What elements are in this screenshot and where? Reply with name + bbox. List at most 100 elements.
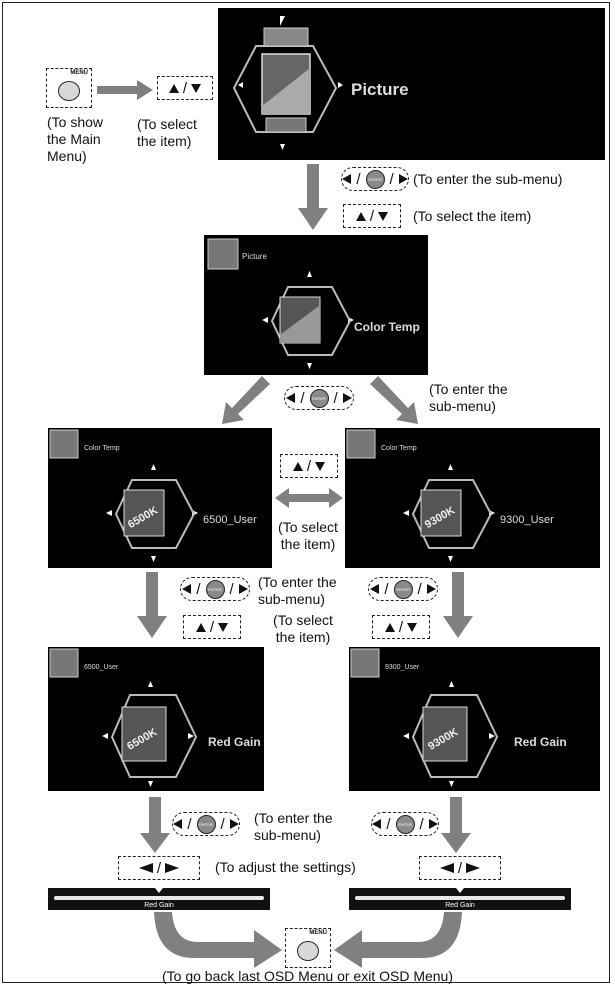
left-enter-right-buttons-2[interactable]: / ENTER /: [284, 386, 354, 410]
caption-adjust: (To adjust the settings): [215, 859, 356, 875]
left-arrow-icon: [342, 174, 352, 184]
up-arrow-icon: [168, 83, 179, 93]
up-arrow-icon: [292, 461, 303, 471]
up-arrow-icon: [384, 622, 395, 632]
osd-picture-submenu-screen: Picture Color Temp: [204, 235, 428, 375]
left-arrow-icon: [439, 863, 454, 873]
enter-button-icon: ENTER: [395, 814, 415, 834]
red-gain-bar-left: Red Gain: [48, 888, 270, 910]
bar-label-left: Red Gain: [144, 902, 174, 909]
colortemp-9300-label: 9300_User: [500, 514, 554, 526]
bar-track: [355, 896, 565, 900]
red-gain-bar-right: Red Gain: [349, 888, 571, 910]
right-arrow-icon: [229, 819, 239, 829]
menu-label: MENU: [70, 70, 88, 76]
right-arrow-icon: [238, 584, 248, 594]
menu-knob-icon: [58, 81, 80, 101]
caption-select-item-3: (To select the item): [273, 612, 333, 645]
down-arrow-icon: [315, 461, 326, 471]
flow-arrow-down-left-3: [140, 797, 170, 853]
up-arrow-icon: [355, 211, 366, 221]
down-arrow-icon: [191, 83, 202, 93]
user6500-header: 6500_User: [84, 664, 119, 671]
flow-arrow-curve-left: [154, 912, 282, 968]
enter-button-icon: ENTER: [205, 579, 225, 599]
bar-label-right: Red Gain: [445, 902, 475, 909]
red-gain-label-left: Red Gain: [208, 735, 261, 749]
user9300-header: 9300_User: [385, 664, 420, 671]
left-enter-right-buttons-4r[interactable]: / ENTER /: [371, 812, 439, 836]
caption-enter-sub-1: (To enter the sub-menu): [413, 171, 563, 187]
main-menu-cube: [232, 16, 343, 150]
flow-arrow-down-right-3: [441, 797, 471, 853]
picture-submenu-label: Color Temp: [354, 320, 420, 334]
flow-arrow-down-right: [370, 376, 418, 424]
user-6500-cube: 6500K: [49, 648, 198, 787]
up-down-buttons-3l[interactable]: /: [183, 615, 241, 639]
left-arrow-icon: [138, 863, 153, 873]
caption-enter-sub-3: (To enter the sub-menu): [258, 574, 337, 607]
colortemp-6500-label: 6500_User: [203, 514, 257, 526]
flow-arrow-down-1: [298, 164, 328, 230]
enter-button-icon: ENTER: [196, 814, 216, 834]
right-arrow-icon: [428, 819, 438, 829]
enter-button-icon: ENTER: [309, 388, 329, 408]
menu-knob-icon: [297, 941, 319, 961]
down-arrow-icon: [218, 622, 229, 632]
left-enter-right-buttons-1[interactable]: / ENTER /: [341, 167, 409, 191]
left-arrow-icon: [370, 584, 380, 594]
picture-submenu-cube: [207, 238, 354, 369]
caption-select-item-top: (To select the item): [137, 116, 197, 149]
caption-bottom: (To go back last OSD Menu or exit OSD Me…: [162, 968, 453, 984]
colortemp-9300-cube: 9300K: [346, 429, 495, 562]
menu-button-top[interactable]: MENU: [46, 68, 92, 108]
right-arrow-icon: [342, 393, 352, 403]
colortemp-header-left: Color Temp: [84, 445, 120, 452]
right-arrow-icon: [466, 863, 481, 873]
left-arrow-icon: [372, 819, 382, 829]
up-down-buttons-1[interactable]: /: [343, 204, 401, 228]
right-arrow-icon: [398, 174, 408, 184]
caption-select-item-1: (To select the item): [413, 208, 532, 224]
caption-select-item-mid: (To select the item): [278, 519, 338, 552]
menu-button-bottom[interactable]: MENU: [285, 928, 331, 968]
up-down-buttons-mid[interactable]: /: [280, 454, 338, 478]
flow-arrow-right-top: [97, 80, 153, 100]
caption-enter-sub-2: (To enter the sub-menu): [429, 381, 508, 414]
menu-label: MENU: [309, 930, 327, 936]
osd-main-menu-screen: Picture: [218, 8, 605, 160]
left-arrow-icon: [182, 584, 192, 594]
flow-arrow-down-left-2: [137, 572, 167, 638]
osd-colortemp-6500-screen: 6500K Color Temp 6500_User: [48, 428, 272, 568]
right-arrow-icon: [426, 584, 436, 594]
left-enter-right-buttons-3r[interactable]: / ENTER /: [368, 577, 438, 601]
colortemp-header-right: Color Temp: [381, 445, 417, 452]
bar-marker-icon: [155, 888, 163, 893]
osd-colortemp-9300-screen: 9300K Color Temp 9300_User: [345, 428, 600, 568]
left-right-buttons-r[interactable]: /: [419, 856, 501, 880]
left-right-buttons-l[interactable]: /: [118, 856, 200, 880]
left-arrow-icon: [286, 393, 296, 403]
main-menu-label: Picture: [351, 80, 409, 99]
down-arrow-icon: [378, 211, 389, 221]
caption-show-main: (To show the Main Menu): [47, 114, 104, 164]
bar-marker-icon: [456, 888, 464, 893]
enter-button-icon: ENTER: [365, 169, 385, 189]
down-arrow-icon: [407, 622, 418, 632]
left-enter-right-buttons-3[interactable]: / ENTER /: [180, 577, 250, 601]
up-arrow-icon: [195, 622, 206, 632]
caption-enter-sub-4: (To enter the sub-menu): [254, 810, 333, 843]
up-down-buttons-top[interactable]: /: [157, 76, 213, 100]
up-down-buttons-3r[interactable]: /: [372, 615, 430, 639]
flow-arrow-down-right-2: [443, 572, 473, 638]
flow-arrow-bidirectional: [275, 488, 343, 508]
flow-arrow-down-left: [222, 376, 270, 424]
left-enter-right-buttons-4l[interactable]: / ENTER /: [172, 812, 240, 836]
osd-9300-user-screen: 9300K 9300_User Red Gain: [349, 647, 600, 791]
bar-track: [54, 896, 264, 900]
picture-submenu-header: Picture: [242, 252, 267, 261]
colortemp-6500-cube: 6500K: [49, 429, 198, 562]
left-arrow-icon: [173, 819, 183, 829]
red-gain-label-right: Red Gain: [514, 735, 567, 749]
